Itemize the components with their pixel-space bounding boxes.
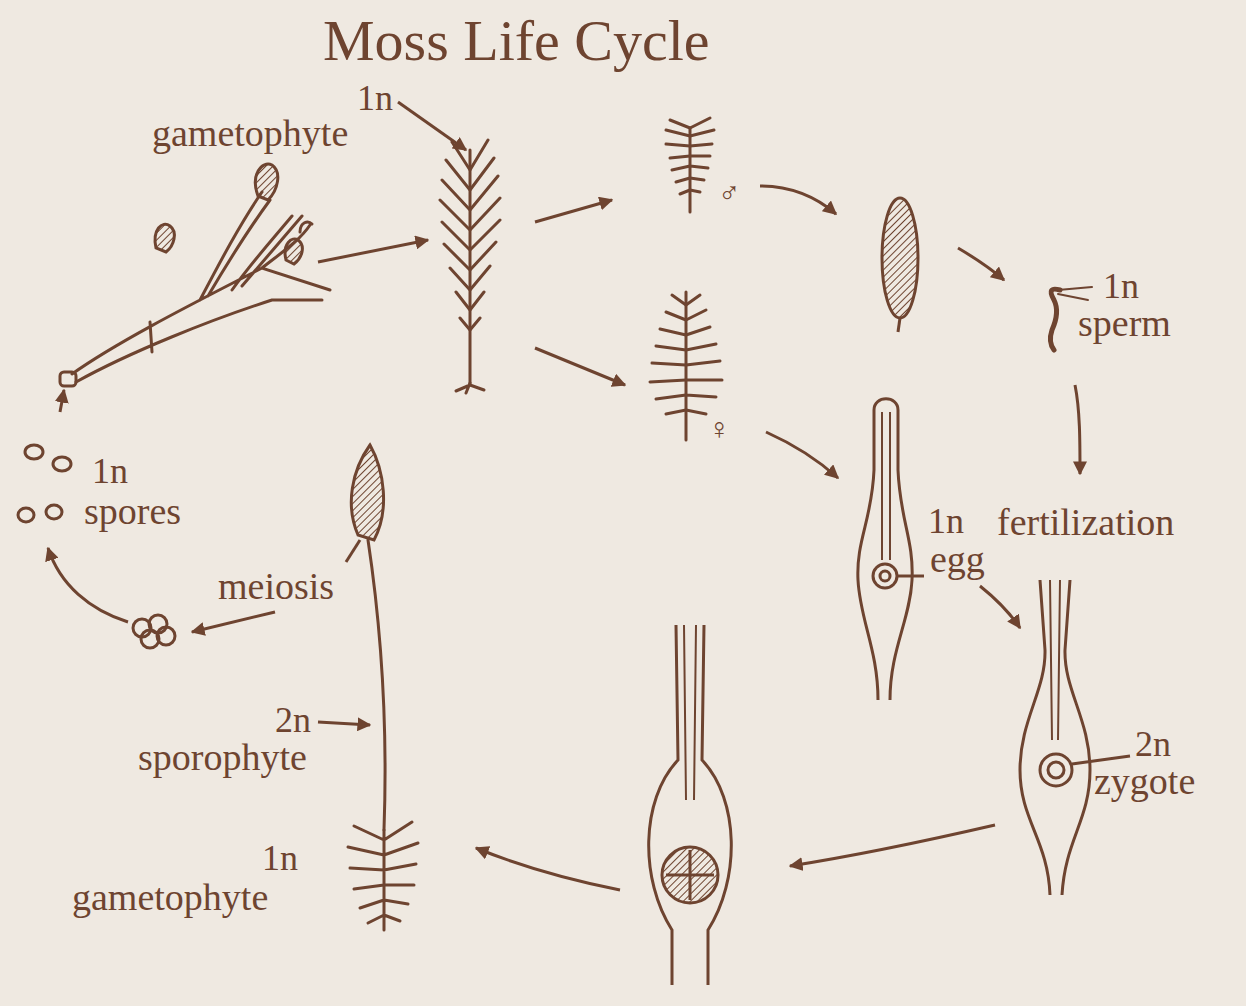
ploidy-label: 1n <box>1103 268 1139 304</box>
archegonium-egg-part <box>880 571 890 581</box>
cycle-arrows-part <box>398 102 466 150</box>
spores-part <box>46 505 62 519</box>
stage-label: sporophyte <box>138 738 307 776</box>
sporophyte-part <box>351 445 383 540</box>
archegonium-embryo-part <box>684 625 696 800</box>
cycle-arrows-part <box>790 825 995 866</box>
stage-label: sperm <box>1078 304 1171 342</box>
antheridium <box>882 198 918 332</box>
cycle-arrows-part <box>60 390 64 412</box>
stage-label: egg <box>930 540 985 578</box>
protonema-part <box>255 164 277 200</box>
male-gametophyte-part <box>689 128 692 212</box>
stage-label: zygote <box>1094 762 1195 800</box>
sperm-cell-part <box>1050 289 1060 350</box>
sex-symbol: ♀ <box>708 414 731 444</box>
cycle-arrows-part <box>535 348 625 385</box>
ploidy-label: 1n <box>92 453 128 489</box>
archegonium-embryo-part <box>666 850 714 900</box>
stage-label: gametophyte <box>152 114 348 152</box>
archegonium-embryo <box>649 625 732 985</box>
cycle-arrows-part <box>766 432 838 478</box>
stage-label: spores <box>84 492 181 530</box>
cycle-arrows-part <box>318 722 370 725</box>
leader-lines <box>346 540 1130 764</box>
female-gametophyte-part <box>650 295 722 414</box>
spores <box>18 445 175 648</box>
archegonium-zygote-part <box>1048 762 1064 778</box>
archegonium-embryo-part <box>649 625 732 985</box>
cycle-arrows-part <box>760 186 836 214</box>
protonema-part <box>300 222 312 232</box>
male-gametophyte <box>666 118 714 212</box>
leafy-gametophyte-part <box>456 383 484 393</box>
protonema-part <box>285 239 302 264</box>
leafy-gametophyte-part <box>440 140 500 330</box>
archegonium-zygote-part <box>1050 580 1060 740</box>
ploidy-label: 2n <box>275 702 311 738</box>
archegonium-zygote-part <box>1040 754 1072 786</box>
spores-part <box>53 457 71 471</box>
stage-label: fertilization <box>997 503 1174 541</box>
leader-lines-part <box>346 540 360 562</box>
leader-lines-part <box>897 575 924 578</box>
ploidy-label: 1n <box>928 503 964 539</box>
cycle-arrows-part <box>48 548 128 622</box>
spores-part <box>25 445 43 459</box>
archegonium-zygote <box>1020 580 1090 895</box>
antheridium-part <box>898 318 900 332</box>
archegonium-egg-part <box>858 399 912 700</box>
antheridium-part <box>882 198 918 318</box>
cycle-arrows-part <box>980 586 1020 628</box>
male-gametophyte-part <box>666 118 714 194</box>
ploidy-label: 2n <box>1135 726 1171 762</box>
archegonium-egg-part <box>873 564 897 588</box>
sporophyte-part <box>348 822 418 930</box>
protonema <box>60 164 330 386</box>
stage-label: gametophyte <box>72 878 268 916</box>
archegonium-embryo-part <box>662 847 718 903</box>
cycle-arrows-part <box>318 240 428 262</box>
cycle-arrows-part <box>958 248 1004 280</box>
protonema-part <box>72 192 330 382</box>
ploidy-label: 1n <box>357 80 393 116</box>
spores-part <box>157 627 175 645</box>
leafy-gametophyte <box>440 140 500 393</box>
sex-symbol: ♂ <box>718 178 741 208</box>
cycle-arrows-part <box>192 612 275 632</box>
sporophyte-part <box>368 540 385 830</box>
sperm-cell-part <box>1058 287 1092 300</box>
ploidy-label: 1n <box>262 840 298 876</box>
cycle-arrows <box>48 102 1080 890</box>
sporophyte <box>348 445 418 930</box>
diagram-title: Moss Life Cycle <box>323 12 710 70</box>
cycle-arrows-part <box>476 848 620 890</box>
archegonium-egg-part <box>882 412 890 560</box>
process-label: meiosis <box>218 567 334 605</box>
archegonium-egg <box>858 399 912 700</box>
spores-part <box>18 508 34 522</box>
protonema-part <box>155 224 174 252</box>
cycle-arrows-part <box>1075 385 1080 474</box>
cycle-arrows-part <box>535 200 612 222</box>
archegonium-zygote-part <box>1020 580 1090 895</box>
